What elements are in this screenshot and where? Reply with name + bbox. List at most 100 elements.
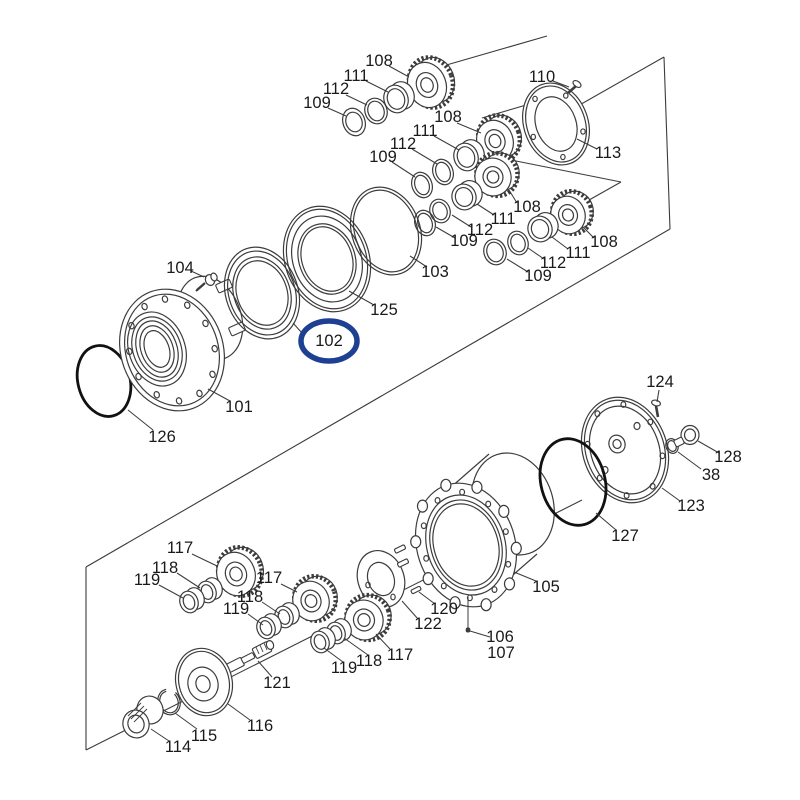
plate-123 bbox=[588, 405, 662, 495]
part-label-38: 38 bbox=[702, 466, 720, 484]
part-label-101: 101 bbox=[225, 398, 253, 416]
gear-part bbox=[415, 71, 439, 99]
leader-line bbox=[527, 247, 545, 260]
bolt-hole bbox=[128, 321, 135, 330]
plate-hub-123 bbox=[608, 434, 626, 454]
drum-bore-105 bbox=[432, 503, 500, 587]
part-label-111: 111 bbox=[412, 122, 437, 140]
coupling-spline bbox=[130, 705, 145, 720]
screw-124 bbox=[654, 405, 660, 418]
leader-line bbox=[190, 270, 205, 278]
bolt-hole bbox=[153, 391, 161, 399]
plate-122 bbox=[366, 561, 396, 597]
part-label-102: 102 bbox=[315, 332, 343, 350]
washer-109 bbox=[411, 171, 433, 199]
part-label-112: 112 bbox=[467, 221, 493, 239]
plate-113 bbox=[534, 96, 578, 152]
ring-112 bbox=[507, 230, 529, 256]
leader-line bbox=[174, 712, 198, 730]
screw-110 bbox=[567, 85, 577, 94]
ring-112 bbox=[429, 198, 451, 224]
part-label-117: 117 bbox=[387, 646, 413, 664]
leader-line bbox=[261, 601, 281, 615]
part-label-125: 125 bbox=[370, 301, 398, 319]
leader-line bbox=[176, 572, 201, 589]
gear-teeth bbox=[406, 55, 456, 110]
bushing-part bbox=[454, 187, 474, 207]
ring-112 bbox=[434, 161, 452, 183]
gear-teeth bbox=[550, 188, 594, 237]
part-label-110: 110 bbox=[529, 68, 555, 86]
part-label-118: 118 bbox=[237, 588, 263, 606]
gear-part bbox=[488, 133, 502, 149]
leader-line bbox=[409, 255, 428, 268]
leader-line bbox=[191, 553, 218, 567]
bolt-hole bbox=[647, 418, 654, 426]
bolt-hole bbox=[491, 586, 498, 593]
frame-line bbox=[85, 228, 671, 568]
leader-line bbox=[697, 440, 720, 454]
gear-part bbox=[357, 613, 371, 627]
bolt-hole bbox=[434, 497, 441, 504]
part-label-128: 128 bbox=[714, 448, 742, 466]
bushing-119 bbox=[259, 620, 273, 636]
leader-line bbox=[247, 613, 264, 626]
plate-hub-123 bbox=[612, 438, 622, 450]
ring-112 bbox=[510, 233, 526, 253]
frame-line bbox=[568, 56, 665, 112]
bolt-hole bbox=[365, 581, 371, 589]
coupling-spline bbox=[127, 702, 142, 717]
bolt-hole bbox=[633, 421, 641, 431]
bushing-119 bbox=[182, 594, 196, 610]
leader-line bbox=[327, 107, 347, 117]
leader-line bbox=[227, 703, 251, 721]
coupling-114 bbox=[122, 709, 150, 739]
coupling-spline bbox=[133, 708, 148, 723]
leader-line bbox=[551, 236, 569, 250]
bushing-part bbox=[530, 219, 550, 239]
leader-line bbox=[583, 227, 595, 239]
leader-line bbox=[469, 630, 491, 638]
part-label-103: 103 bbox=[421, 263, 449, 281]
part-label-108: 108 bbox=[434, 108, 462, 126]
hub-bore-101 bbox=[127, 311, 187, 387]
bolt-hole bbox=[161, 295, 169, 303]
seal-ring-102 bbox=[227, 250, 297, 336]
hub-bore-101 bbox=[139, 325, 175, 373]
gear-part bbox=[557, 204, 579, 226]
ring-112 bbox=[432, 158, 454, 186]
bolt-hole bbox=[202, 319, 209, 328]
part-label-108: 108 bbox=[365, 52, 393, 70]
flange-lobe bbox=[416, 499, 429, 513]
seal-ring-102 bbox=[223, 246, 301, 340]
pin-106 bbox=[465, 627, 471, 633]
ring-112 bbox=[367, 100, 385, 122]
part-label-127: 127 bbox=[611, 527, 639, 545]
seal-ring-102 bbox=[232, 256, 292, 330]
part-label-120: 120 bbox=[430, 600, 458, 618]
bolt-hole bbox=[530, 133, 537, 141]
part-label-112: 112 bbox=[390, 135, 416, 153]
drum-bore-105 bbox=[425, 494, 507, 596]
bushing-part bbox=[386, 88, 406, 110]
washer-109 bbox=[486, 241, 504, 263]
screw-124 bbox=[650, 399, 662, 407]
bearing-125 bbox=[291, 215, 363, 303]
leader-line bbox=[656, 389, 660, 403]
part-label-126: 126 bbox=[148, 428, 176, 446]
leader-line bbox=[158, 584, 184, 599]
gear-part bbox=[352, 608, 376, 632]
gear-part bbox=[304, 594, 318, 608]
part-label-112: 112 bbox=[540, 254, 566, 272]
drum-bore-105 bbox=[429, 499, 503, 591]
disc-116 bbox=[187, 666, 219, 702]
gear-part bbox=[300, 589, 322, 613]
flange-lobe bbox=[471, 480, 483, 494]
disc-116 bbox=[177, 650, 231, 714]
o-ring-127 bbox=[538, 437, 608, 527]
bushing-part bbox=[456, 146, 476, 168]
bushing-119 bbox=[313, 634, 327, 650]
washer-109 bbox=[345, 111, 363, 133]
part-label-109: 109 bbox=[450, 232, 478, 250]
